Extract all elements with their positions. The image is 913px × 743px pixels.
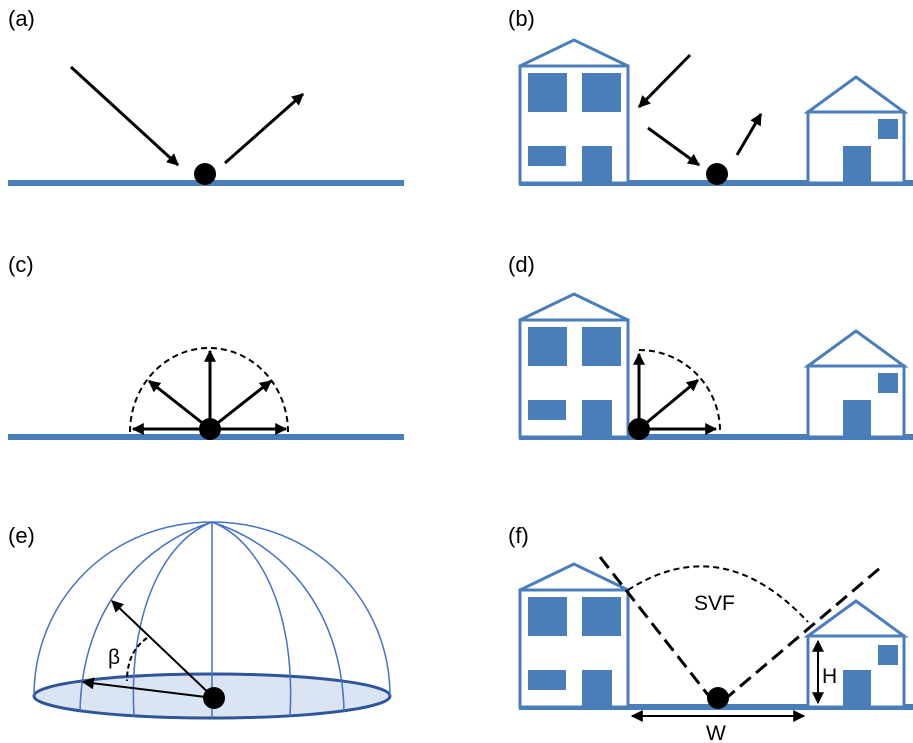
emission-arrow-upper-left: [148, 379, 211, 431]
zenith-direction-arrow: [111, 600, 215, 699]
wall-reflected-arrow: [647, 126, 700, 167]
sky-view-boundary-right: [723, 566, 881, 702]
width-label: W: [706, 722, 726, 743]
beta-angle-label: β: [108, 646, 120, 669]
quarter-hemisphere-outline: [638, 349, 721, 432]
short-building: [803, 329, 909, 439]
panel-b: (b): [508, 6, 913, 186]
elevation-angle-arc: [126, 637, 148, 682]
panel-f: (f) SVF H W: [508, 523, 913, 743]
surface-point: [707, 687, 729, 709]
sky-view-boundary-left: [598, 556, 714, 701]
panel-c-label: (c): [8, 252, 34, 277]
panel-a: (a): [8, 6, 404, 186]
panel-e: (e) β: [8, 521, 392, 720]
emission-arrow-upper-right: [209, 379, 272, 431]
panel-a-label: (a): [8, 6, 35, 31]
surface-point: [194, 163, 216, 185]
surface-point: [628, 418, 650, 440]
svf-label: SVF: [694, 592, 735, 615]
emission-arrow-diagonal: [638, 378, 699, 431]
panel-f-label: (f): [508, 523, 529, 548]
surface-point: [706, 163, 728, 185]
horizon-direction-arrow: [81, 677, 215, 699]
panel-d-label: (d): [508, 252, 535, 277]
short-building: [803, 599, 909, 709]
tall-building: [518, 292, 630, 439]
reflected-radiation-arrow: [224, 92, 304, 165]
panel-c: (c): [8, 252, 404, 440]
incoming-radiation-arrow: [637, 53, 692, 109]
tall-building: [518, 38, 630, 185]
surface-reflected-arrow: [735, 112, 763, 156]
panel-e-label: (e): [8, 523, 35, 548]
panel-b-label: (b): [508, 6, 535, 31]
panel-d: (d): [508, 252, 913, 440]
surface-point: [203, 687, 225, 709]
surface-point: [199, 418, 221, 440]
sky-view-arc: [627, 565, 809, 623]
short-building: [803, 75, 909, 185]
incoming-radiation-arrow: [69, 65, 180, 167]
height-label: H: [822, 665, 837, 688]
tall-building: [518, 562, 630, 709]
sky-dome-meridians: [33, 521, 391, 718]
